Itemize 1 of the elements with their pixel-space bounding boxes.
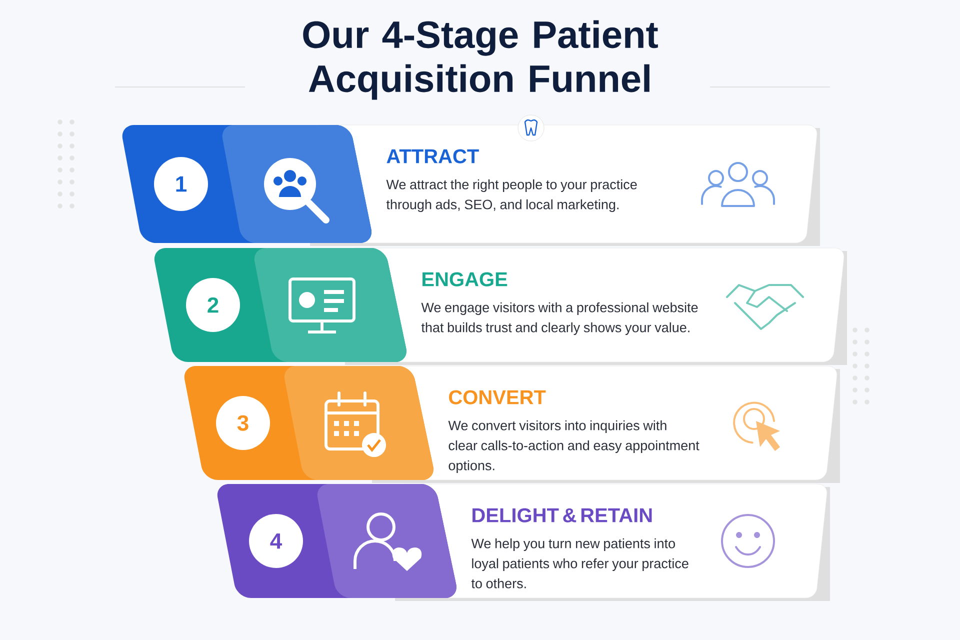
title: Our 4-Stage Patient Acquisition Funnel: [303, 20, 658, 100]
